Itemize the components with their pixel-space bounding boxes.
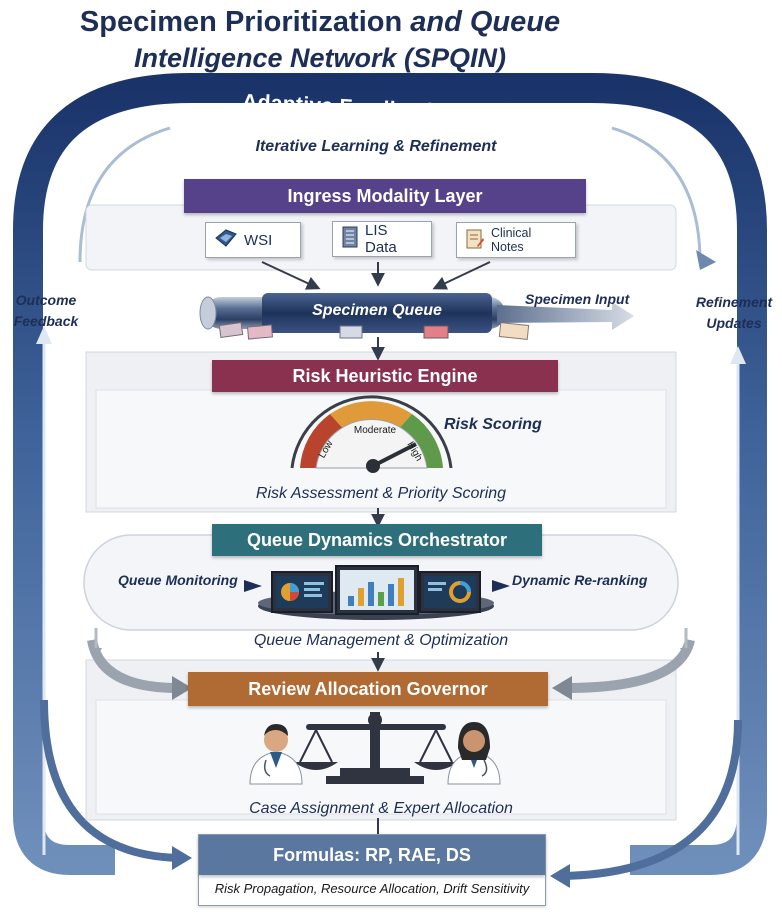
wsi-icon <box>214 228 238 252</box>
feedback-loop-subtitle: Iterative Learning & Refinement <box>255 138 497 155</box>
refinement-updates-label: Refinement Updates <box>686 292 782 334</box>
risk-engine-header: Risk Heuristic Engine <box>212 360 558 392</box>
risk-caption: Risk Assessment & Priority Scoring <box>255 485 507 502</box>
queue-orchestrator-header: Queue Dynamics Orchestrator <box>212 524 542 556</box>
queue-monitoring-label: Queue Monitoring <box>118 572 238 588</box>
title-main: Specimen Prioritization <box>79 6 403 38</box>
queue-caption: Queue Management & Optimization <box>253 632 509 649</box>
formulas-box: Formulas: RP, RAE, DS Risk Propagation, … <box>198 834 546 906</box>
balance-scale <box>294 712 458 784</box>
specimen-input-label: Specimen Input <box>525 291 630 307</box>
refinement-updates-line-1: Refinement <box>695 294 773 310</box>
outcome-feedback-label: Outcome Feedback <box>0 290 92 332</box>
source-label: LIS Data <box>365 222 397 256</box>
review-governor-header: Review Allocation Governor <box>188 672 548 706</box>
notes-icon <box>465 228 485 253</box>
dynamic-reranking-label: Dynamic Re-ranking <box>512 572 648 588</box>
source-card-wsi: WSI <box>205 222 301 258</box>
doctor-male-icon <box>249 724 303 785</box>
diagram-title-line-2: Intelligence Network (SPQIN) <box>133 43 507 73</box>
formulas-subtitle: Risk Propagation, Resource Allocation, D… <box>214 881 530 896</box>
source-card-lis-data: LIS Data <box>332 221 432 257</box>
formulas-header: Formulas: RP, RAE, DS <box>199 835 545 875</box>
specimen-queue-label: Specimen Queue <box>312 302 442 319</box>
refinement-updates-line-2: Updates <box>706 315 762 331</box>
diagram-title-line-1: Specimen Prioritization and Queue <box>0 6 640 39</box>
title-italic: and Queue <box>402 6 561 38</box>
source-label: WSI <box>244 231 273 249</box>
outcome-feedback-line-2: Feedback <box>13 313 79 329</box>
gauge-label-moderate: Moderate <box>353 425 397 436</box>
database-icon <box>341 226 359 252</box>
doctor-female-icon <box>447 722 501 785</box>
risk-scoring-label: Risk Scoring <box>444 416 542 433</box>
outcome-feedback-line-1: Outcome <box>15 292 77 308</box>
monitor-cluster <box>244 565 510 620</box>
risk-gauge <box>290 395 453 473</box>
ingress-layer-header: Ingress Modality Layer <box>184 179 586 213</box>
source-card-clinical-notes: Clinical Notes <box>456 222 576 258</box>
review-caption: Case Assignment & Expert Allocation <box>249 800 513 817</box>
source-label: Clinical Notes <box>491 226 532 254</box>
